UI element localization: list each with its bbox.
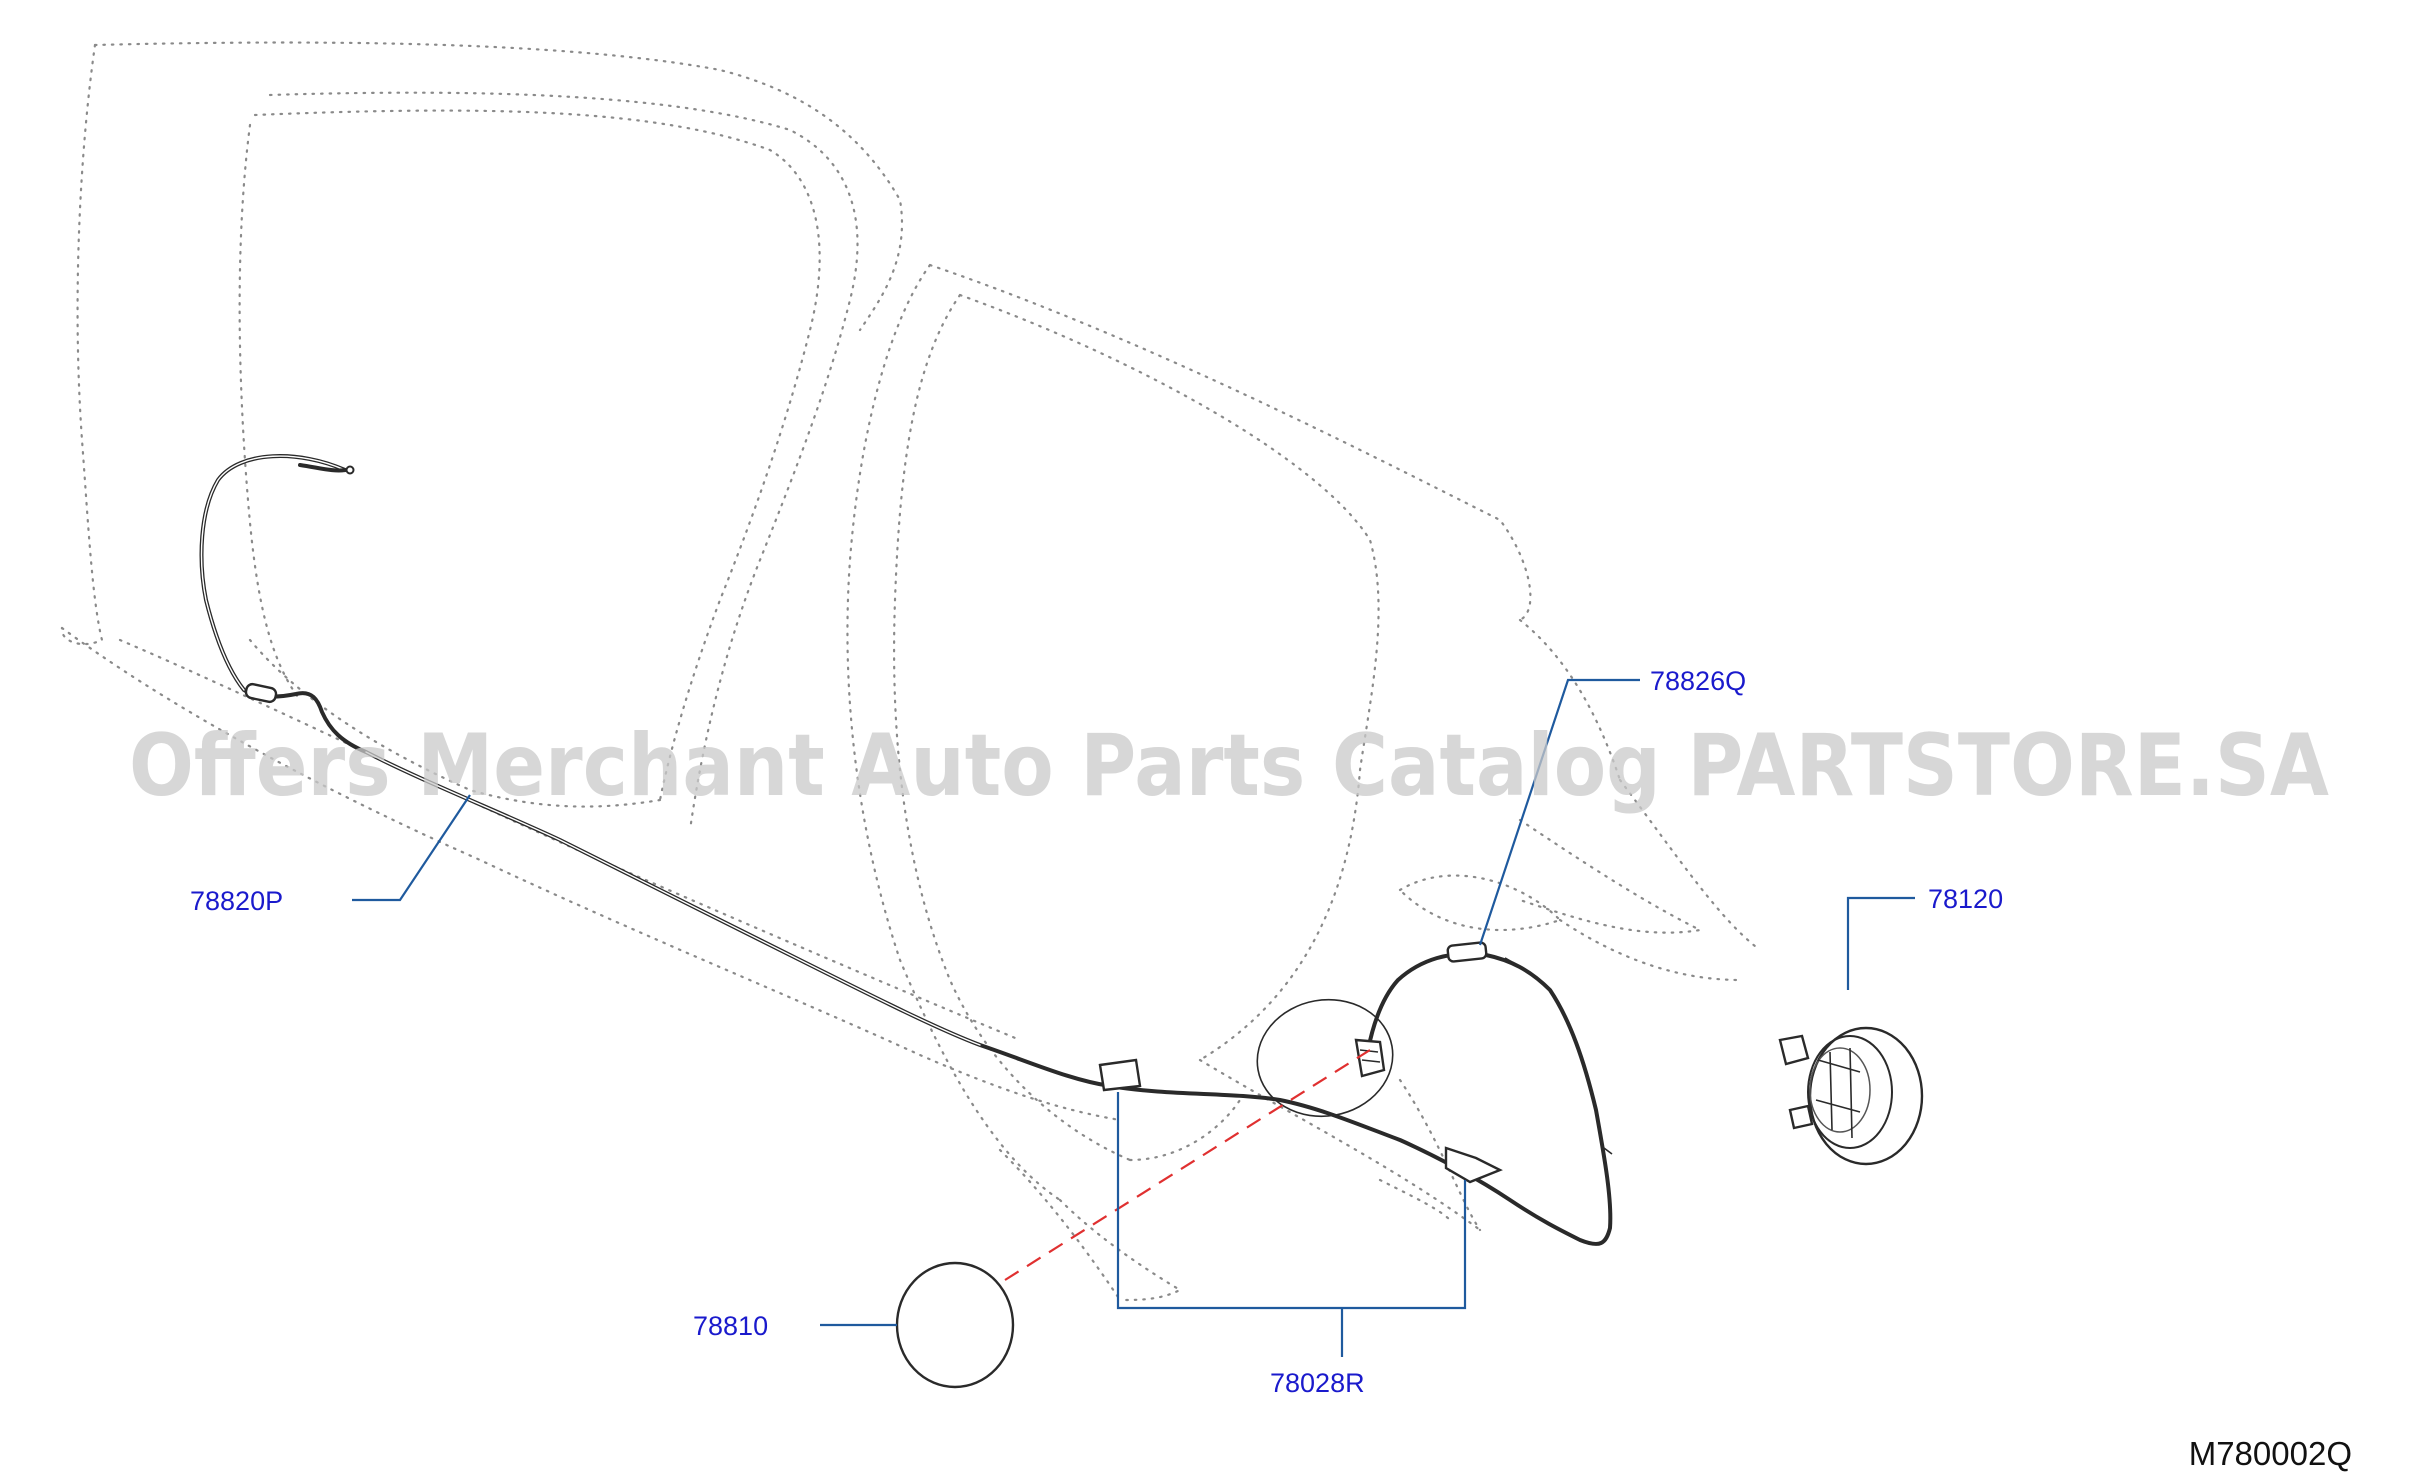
body-outline	[60, 41, 1762, 1302]
leader-78826Q	[1478, 678, 1640, 946]
callout-78028R[interactable]: 78028R	[1270, 1368, 1365, 1398]
callout-78120[interactable]: 78120	[1928, 884, 2003, 914]
leader-78820P	[352, 794, 471, 902]
release-cable	[199, 454, 1613, 1246]
leader-lines	[352, 678, 1915, 1357]
hidden-relation-line	[1004, 1049, 1371, 1281]
diagram-id: M780002Q	[2189, 1435, 2352, 1472]
leader-78120	[1846, 896, 1915, 990]
leader-78028R	[1116, 1092, 1467, 1357]
callout-78820P[interactable]: 78820P	[190, 886, 283, 916]
fuel-filler-lid[interactable]	[895, 1261, 1015, 1389]
callout-78826Q[interactable]: 78826Q	[1650, 666, 1746, 696]
fuel-filler-base[interactable]	[1778, 1026, 1924, 1166]
watermark: Offers Merchant Auto Parts Catalog PARTS…	[129, 716, 2329, 816]
callout-78810[interactable]: 78810	[693, 1311, 768, 1341]
filler-detail	[1256, 998, 1394, 1118]
